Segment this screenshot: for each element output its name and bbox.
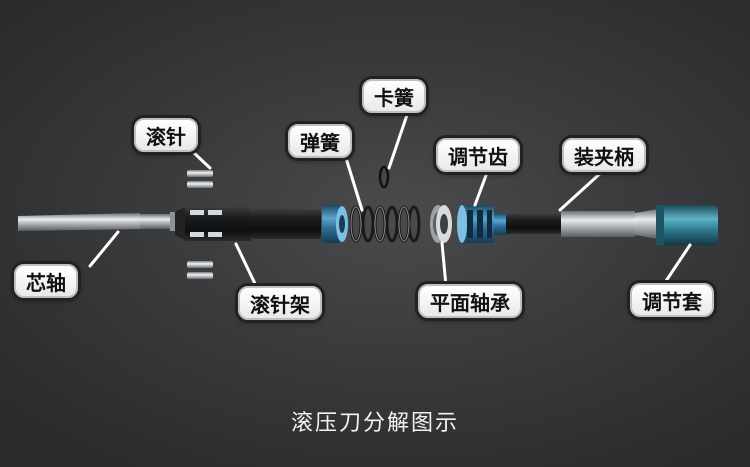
label-circlip: 卡簧 <box>362 79 426 113</box>
shank-part <box>506 209 658 239</box>
label-spring: 弹簧 <box>288 124 352 158</box>
callout-line-roller-cage <box>234 242 260 292</box>
label-adjusting-sleeve: 调节套 <box>630 283 714 317</box>
callout-line-thrust-bearing <box>440 241 448 288</box>
callout-lines <box>88 110 692 292</box>
label-needle-rollers: 滚针 <box>134 118 198 152</box>
label-shank: 装夹柄 <box>562 138 646 172</box>
thrust-bearing-part <box>430 205 452 243</box>
adjusting-gear-part <box>457 205 506 243</box>
callout-line-adjusting-sleeve <box>662 243 692 286</box>
mandrel-part <box>18 212 180 231</box>
diagram-caption: 滚压刀分解图示 <box>290 411 459 436</box>
label-roller-cage: 滚针架 <box>238 286 322 320</box>
label-thrust-bearing: 平面轴承 <box>418 284 522 318</box>
label-mandrel: 芯轴 <box>14 264 78 298</box>
callout-line-spring <box>344 156 364 212</box>
callout-line-mandrel <box>88 230 120 268</box>
callout-line-needle-rollers <box>191 150 212 170</box>
adjusting-sleeve-part <box>656 205 718 245</box>
label-adjusting-gear: 调节齿 <box>436 138 520 172</box>
circlip-part <box>378 165 390 189</box>
needle-rollers-part <box>187 170 213 279</box>
callout-line-shank <box>558 168 606 212</box>
roller-cage-part <box>175 207 321 241</box>
spring-collar-part <box>322 205 348 243</box>
callout-line-circlip <box>387 110 410 170</box>
callout-line-adjusting-gear <box>473 168 490 207</box>
